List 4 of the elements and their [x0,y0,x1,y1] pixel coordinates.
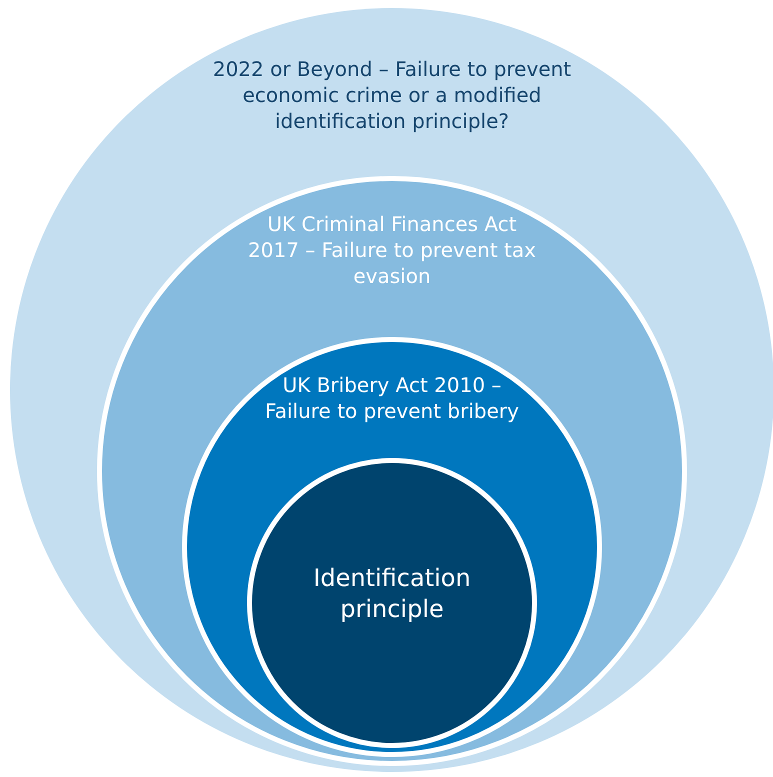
circle-label: Identification principle [312,563,472,626]
circle-label: 2022 or Beyond – Failure to prevent economic crime or a modified identification principle? [212,56,572,134]
circle-label: UK Criminal Finances Act 2017 – Failure to prevent tax evasion [247,211,537,289]
circle-label: UK Bribery Act 2010 – Failure to prevent bribery [264,372,520,424]
